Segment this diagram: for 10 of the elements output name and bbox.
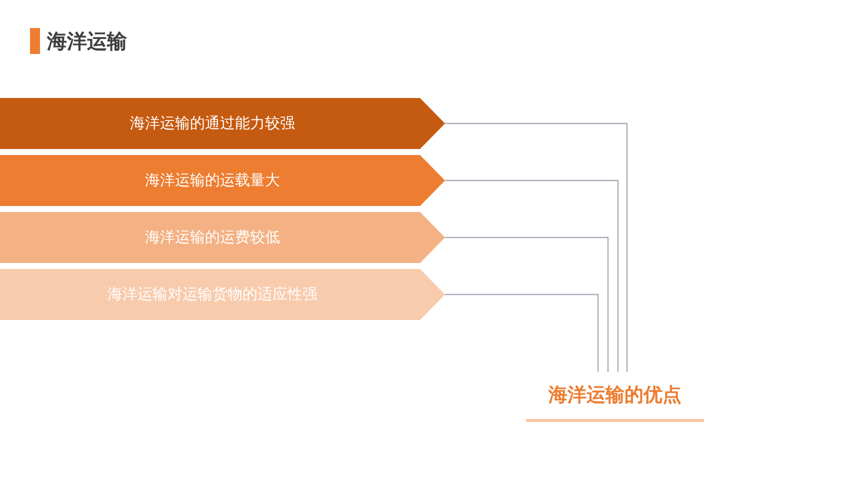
connector-line [445, 180, 619, 372]
connector-line [445, 122, 628, 372]
connector-line [445, 236, 609, 372]
banner-text: 海洋运输的运费较低 [145, 227, 280, 248]
banner-text: 海洋运输对运输货物的适应性强 [108, 284, 318, 306]
banner-text: 海洋运输的通过能力较强 [130, 113, 295, 134]
banner-text: 海洋运输的运载量大 [145, 170, 280, 192]
title: 海洋运输 [47, 28, 127, 55]
connector-line [445, 294, 599, 372]
summary-heading: 海洋运输的优点 [526, 372, 704, 422]
